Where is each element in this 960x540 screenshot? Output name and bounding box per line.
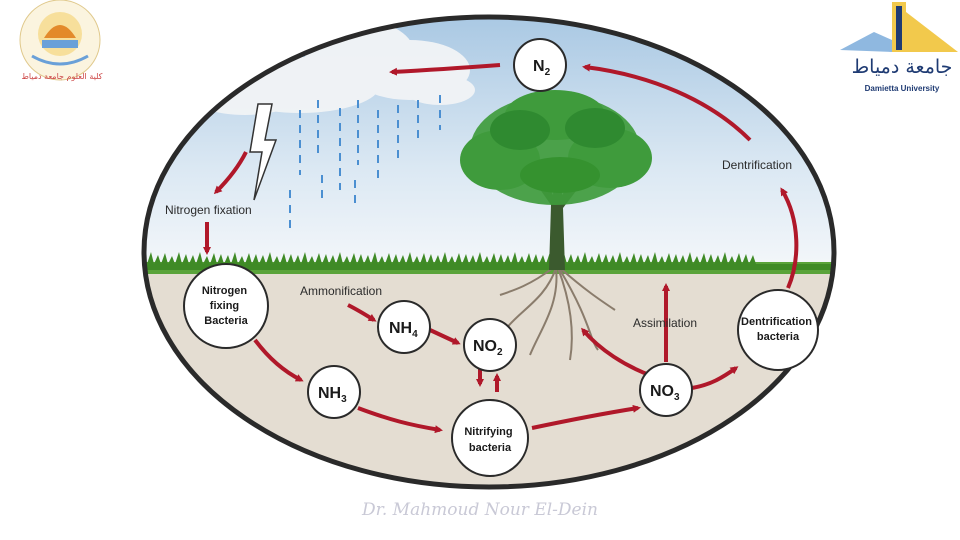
node-nh3-main: NH (318, 385, 341, 402)
tree-roots (499, 267, 616, 361)
faculty-emblem-icon (19, 0, 101, 81)
label-denitrification: Dentrification (722, 158, 792, 172)
university-name-arabic: جامعة دمياط (851, 56, 953, 78)
node-no3-sub: 3 (674, 392, 680, 403)
arrow-denitrifying-up (780, 187, 799, 289)
university-logo: جامعة دمياط Damietta University (834, 0, 960, 98)
svg-text:Nitrogen fixing Ba: Nitrogen fixing Bacteria (202, 285, 250, 327)
rain-drops (289, 95, 441, 230)
node-no2-sub: 2 (497, 347, 503, 358)
arrow-bacteria-to-nh3 (253, 338, 304, 382)
label-assimilation: Assimilation (633, 316, 697, 330)
faculty-logo-caption: كلية العلوم جامعة دمياط (21, 72, 103, 81)
arrow-n2-to-atmosphere (389, 63, 501, 76)
node-n2: N2 (513, 38, 567, 92)
node-nh4: NH4 (377, 300, 431, 354)
arrow-ammonification-to-nh4 (347, 303, 377, 322)
svg-text:Dentrification bacteria: Dentrification bacteria (741, 316, 815, 343)
arrow-nh3-to-nitrifying (357, 406, 443, 434)
tree-canopy (460, 90, 652, 205)
arrow-no3-to-roots (581, 327, 653, 378)
grass-strip (144, 252, 834, 274)
cycle-arrows (203, 63, 799, 434)
node-n2-main: N (533, 58, 545, 75)
node-denitrifying-line1: Dentrification (741, 316, 812, 328)
node-fixing-line2: fixing (210, 300, 239, 312)
node-nh4-sub: 4 (412, 329, 418, 340)
node-denitrifying-line2: bacteria (757, 331, 800, 343)
university-emblem-icon (840, 2, 958, 52)
label-nitrogen-fixation: Nitrogen fixation (165, 203, 252, 217)
arrow-lightning-to-fixation (213, 151, 248, 195)
node-nitrifying-bacteria: Nitrifying bacteria (451, 399, 529, 477)
svg-text:NH3: NH3 (318, 385, 347, 405)
node-no3-main: NO (650, 383, 674, 400)
node-n2-sub: 2 (545, 67, 551, 78)
svg-text:NO2: NO2 (473, 338, 503, 358)
node-no2-main: NO (473, 338, 497, 355)
author-credit: Dr. Mahmoud Nour El-Dein (361, 500, 599, 520)
arrow-no3-to-denitrifying (691, 366, 739, 390)
node-nh4-main: NH (389, 320, 412, 337)
university-name-english: Damietta University (864, 84, 940, 93)
arrow-denitrification-to-n2 (582, 63, 752, 142)
node-denitrification-bacteria: Dentrification bacteria (737, 289, 819, 371)
node-nitrogen-fixing-bacteria: Nitrogen fixing Bacteria (183, 263, 269, 349)
node-nitrifying-line1: Nitrifying (464, 426, 512, 438)
svg-text:Nitrifying bacteria: Nitrifying bacteria (464, 426, 515, 454)
svg-text:N2: N2 (533, 58, 551, 78)
diagram-frame (141, 14, 837, 490)
svg-text:NO3: NO3 (650, 383, 680, 403)
node-nh3-sub: 3 (341, 394, 347, 405)
node-no2: NO2 (463, 318, 517, 372)
lightning-bolt-icon (249, 103, 278, 201)
label-ammonification: Ammonification (300, 284, 382, 298)
node-nh3: NH3 (307, 365, 361, 419)
node-fixing-line3: Bacteria (204, 315, 248, 327)
arrow-nh4-to-no2 (429, 328, 461, 345)
node-fixing-line1: Nitrogen (202, 285, 248, 297)
tree-illustration (460, 90, 652, 361)
arrow-nitrifying-to-no3 (531, 404, 641, 430)
svg-text:NH4: NH4 (389, 320, 418, 340)
node-nitrifying-line2: bacteria (469, 442, 512, 454)
faculty-logo: كلية العلوم جامعة دمياط (14, 0, 122, 98)
node-no3: NO3 (639, 363, 693, 417)
